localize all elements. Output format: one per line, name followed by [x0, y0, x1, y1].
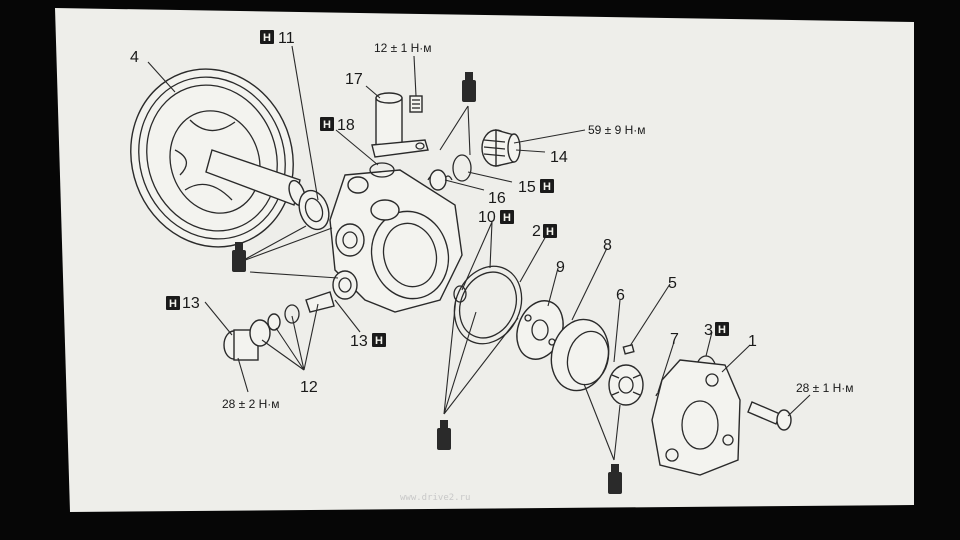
label-3: 3 — [704, 322, 713, 339]
label-1: 1 — [748, 333, 757, 350]
label-14: 14 — [550, 149, 568, 166]
leader-lines — [147, 45, 811, 461]
svg-text:H: H — [323, 119, 331, 131]
rotor-part-6 — [608, 364, 644, 406]
svg-text:H: H — [375, 335, 383, 347]
label-15: 15 — [518, 179, 536, 196]
label-5: 5 — [668, 275, 677, 292]
label-6: 6 — [616, 287, 625, 304]
svg-text:H: H — [503, 212, 511, 224]
bolt-rear-cover — [747, 401, 792, 431]
label-8: 8 — [603, 237, 612, 254]
label-7: 7 — [670, 331, 679, 348]
vane-part-5 — [622, 343, 635, 355]
o-ring-part-18 — [369, 162, 395, 178]
label-13-left: 13 — [182, 295, 200, 312]
spring-part-16 — [427, 169, 453, 191]
label-4: 4 — [130, 49, 139, 66]
pump-body — [329, 169, 463, 313]
label-11: 11 — [278, 30, 295, 47]
oil-can-icon — [232, 72, 622, 494]
label-18: 18 — [337, 117, 355, 134]
label-12: 12 — [300, 379, 318, 396]
rear-cover-part-1 — [651, 359, 741, 476]
connector-part-14 — [481, 129, 521, 167]
valve-assembly-part-12 — [223, 291, 335, 361]
o-ring-part-15 — [452, 154, 472, 182]
svg-text:H: H — [546, 226, 554, 238]
svg-text:H: H — [543, 181, 551, 193]
torque-top: 12 ± 1 Н·м — [374, 41, 432, 55]
label-9: 9 — [556, 259, 565, 276]
label-17: 17 — [345, 71, 363, 88]
oil-seal-part-11 — [298, 189, 330, 231]
cam-ring-part-8 — [550, 318, 610, 392]
torque-right-lower: 28 ± 1 Н·м — [796, 381, 854, 395]
suction-connector-part-17 — [371, 92, 429, 158]
bolt-top — [409, 95, 423, 113]
pulley-part-4 — [130, 68, 306, 248]
h-marks: H H H H H H H H — [166, 30, 729, 347]
svg-text:H: H — [718, 324, 726, 336]
label-10: 10 — [478, 209, 496, 226]
label-2: 2 — [532, 223, 541, 240]
torque-left-lower: 28 ± 2 Н·м — [222, 397, 280, 411]
svg-text:H: H — [169, 298, 177, 310]
label-16: 16 — [488, 190, 506, 207]
torque-right-upper: 59 ± 9 Н·м — [588, 123, 646, 137]
svg-text:H: H — [263, 32, 271, 44]
watermark: www.drive2.ru — [400, 493, 470, 503]
label-13-body: 13 — [350, 333, 368, 350]
